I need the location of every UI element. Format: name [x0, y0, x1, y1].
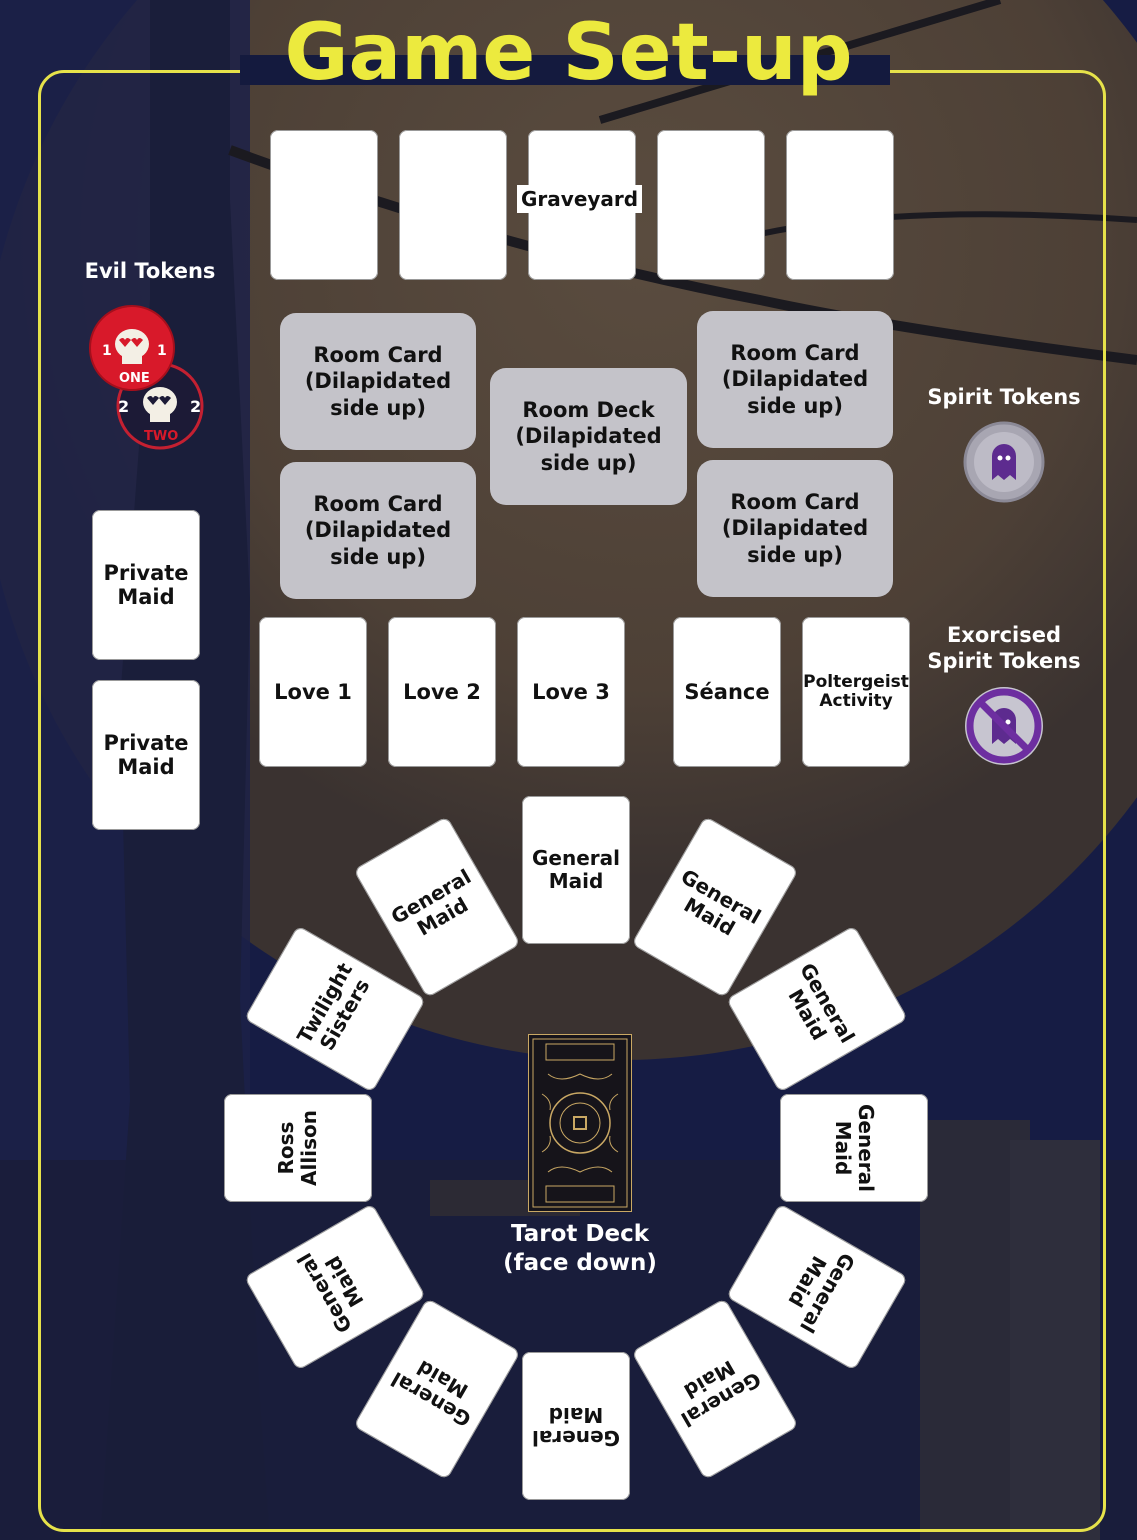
graveyard-slot[interactable]: [399, 130, 507, 280]
love-2-card[interactable]: Love 2: [388, 617, 496, 767]
exorcised-spirit-tokens-label: Exorcised Spirit Tokens: [927, 623, 1081, 674]
title-backdrop: [240, 55, 890, 85]
graveyard-label: Graveyard: [517, 185, 643, 213]
page-title: Game Set-up: [284, 8, 853, 98]
evil-tokens-label: Evil Tokens: [84, 259, 216, 283]
private-maid-card[interactable]: Private Maid: [92, 680, 200, 830]
circle-card[interactable]: General Maid: [522, 796, 630, 944]
circle-card[interactable]: General Maid: [780, 1094, 928, 1202]
room-card[interactable]: Room Card (Dilapidated side up): [280, 313, 476, 450]
evil-token-two: TWO: [144, 429, 178, 444]
graveyard-slot[interactable]: [786, 130, 894, 280]
tarot-deck-label: Tarot Deck (face down): [503, 1221, 657, 1276]
spirit-tokens-label: Spirit Tokens: [927, 385, 1081, 409]
seance-card[interactable]: Séance: [673, 617, 781, 767]
room-card[interactable]: Room Card (Dilapidated side up): [280, 462, 476, 599]
circle-card[interactable]: General Maid: [522, 1352, 630, 1500]
room-deck[interactable]: Room Deck (Dilapidated side up): [490, 368, 687, 505]
spirit-token[interactable]: [962, 420, 1046, 504]
eye-icon: [573, 1116, 587, 1130]
evil-token-one: ONE: [119, 371, 150, 386]
tarot-deck[interactable]: [528, 1034, 632, 1212]
ghost-icon: [992, 444, 1016, 480]
graveyard-slot[interactable]: [657, 130, 765, 280]
exorcised-spirit-token[interactable]: [962, 684, 1046, 768]
evil-value-two: 2: [118, 397, 129, 416]
skull-icon: [143, 387, 177, 422]
evil-value-one-right: 1: [157, 343, 167, 359]
evil-value-one: 1: [102, 343, 112, 359]
poltergeist-activity-card[interactable]: Poltergeist Activity: [802, 617, 910, 767]
circle-card[interactable]: Ross Allison: [224, 1094, 372, 1202]
graveyard-slot[interactable]: [270, 130, 378, 280]
skull-icon: [115, 329, 149, 364]
graveyard-label-text: Graveyard: [517, 185, 643, 213]
evil-tokens[interactable]: 1 1 ONE 2 2 TWO: [84, 300, 224, 450]
room-card[interactable]: Room Card (Dilapidated side up): [697, 460, 893, 597]
prohibited-icon: [977, 699, 1031, 753]
room-card[interactable]: Room Card (Dilapidated side up): [697, 311, 893, 448]
love-3-card[interactable]: Love 3: [517, 617, 625, 767]
love-1-card[interactable]: Love 1: [259, 617, 367, 767]
private-maid-card[interactable]: Private Maid: [92, 510, 200, 660]
evil-value-two-right: 2: [190, 397, 201, 416]
